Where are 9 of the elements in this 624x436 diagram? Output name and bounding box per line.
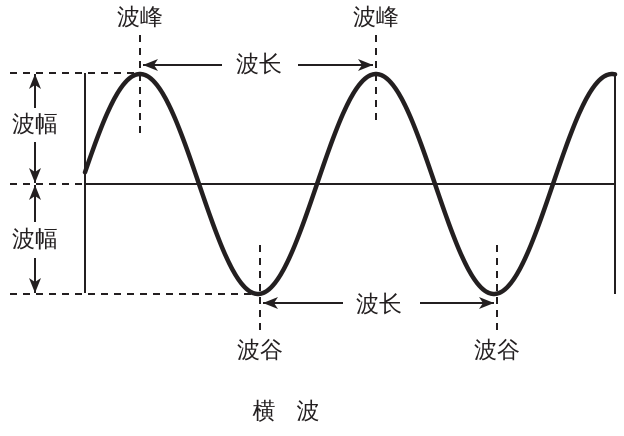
amplitude-label: 波幅	[12, 114, 58, 136]
trough-label: 波谷	[474, 340, 520, 362]
wavelength-label: 波长	[356, 294, 402, 316]
amplitude-label: 波幅	[12, 228, 58, 252]
crest-label: 波峰	[117, 6, 163, 30]
trough-label: 波谷	[237, 340, 283, 362]
caption: 横波	[252, 400, 340, 424]
crest-label: 波峰	[353, 6, 399, 30]
wavelength-label: 波长	[236, 54, 282, 76]
